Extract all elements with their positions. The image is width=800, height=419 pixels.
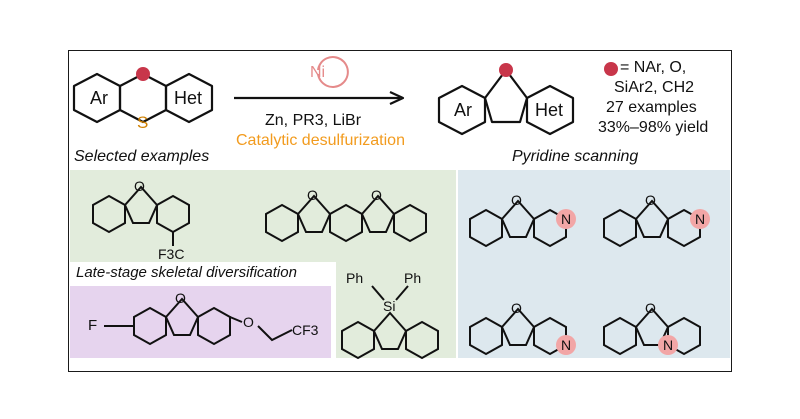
late-stage-ether-oxygen: O: [243, 314, 254, 330]
late-stage-panel: [70, 286, 331, 358]
scope-line-2: SiAr2, CH2: [614, 79, 695, 96]
silicon-atom: Si: [383, 298, 396, 314]
pyr1-oxygen: O: [511, 192, 522, 208]
reactant-het-label: Het: [174, 88, 203, 108]
late-stage-oxygen: O: [175, 290, 186, 306]
si-phenyl-left: Ph: [346, 270, 364, 286]
reactant-het-ring: [164, 72, 214, 124]
silicon-example-panel: [336, 262, 456, 358]
reagents-label: Zn, PR3, LiBr: [265, 112, 362, 129]
ni-catalyst-ring: [317, 56, 349, 88]
example-late-stage: [104, 297, 293, 346]
n-highlight-1: [556, 209, 576, 229]
n-highlight-2: [690, 209, 710, 229]
example-cf3-dibenzofuran: [92, 185, 190, 246]
product-ar-label: Ar: [454, 100, 472, 120]
product-marker: [499, 63, 513, 77]
si-phenyl-right: Ph: [404, 270, 422, 286]
example-benzodifuran: [265, 194, 427, 243]
reactant-ar-label: Ar: [90, 88, 108, 108]
pyr3-oxygen: O: [511, 300, 522, 316]
pyr2-nitrogen: N: [695, 211, 706, 227]
scope-line-1: = NAr, O,: [620, 59, 687, 76]
example-silafluorene: [341, 285, 439, 360]
legend-marker: [604, 62, 618, 76]
pyridine-scanning-heading: Pyridine scanning: [512, 148, 639, 165]
product-five-ring: [483, 68, 529, 124]
pyr4-oxygen: O: [645, 300, 656, 316]
scope-examples: 27 examples: [606, 99, 697, 116]
example1-oxygen: O: [134, 178, 145, 194]
pyr2-oxygen: O: [645, 192, 656, 208]
late-stage-heading: Late-stage skeletal diversification: [76, 264, 297, 281]
n-highlight-4: [658, 335, 678, 355]
product-het-label: Het: [535, 100, 564, 120]
selected-examples-heading: Selected examples: [74, 148, 210, 165]
late-stage-cf3: CF3: [292, 322, 319, 338]
example1-cf3: F3C: [158, 246, 185, 262]
example2-oxygen-2: O: [371, 187, 382, 203]
pyr1-nitrogen: N: [561, 211, 572, 227]
n-highlight-3: [556, 335, 576, 355]
pyr3-nitrogen: N: [561, 337, 572, 353]
process-label: Catalytic desulfurization: [236, 132, 405, 149]
example2-oxygen-1: O: [307, 187, 318, 203]
sulfur-atom: S: [137, 113, 149, 132]
late-stage-fluorine: F: [88, 317, 98, 334]
pyr4-nitrogen: N: [663, 337, 674, 353]
pyridine-scan-structures: [469, 199, 701, 356]
scheme-frame: [68, 50, 732, 372]
scope-yield: 33%–98% yield: [598, 119, 709, 136]
selected-examples-panel: [70, 170, 456, 262]
reactant-marker: [136, 67, 150, 81]
product-het-ring: [525, 84, 575, 136]
catalyst-label: Ni: [310, 64, 326, 81]
